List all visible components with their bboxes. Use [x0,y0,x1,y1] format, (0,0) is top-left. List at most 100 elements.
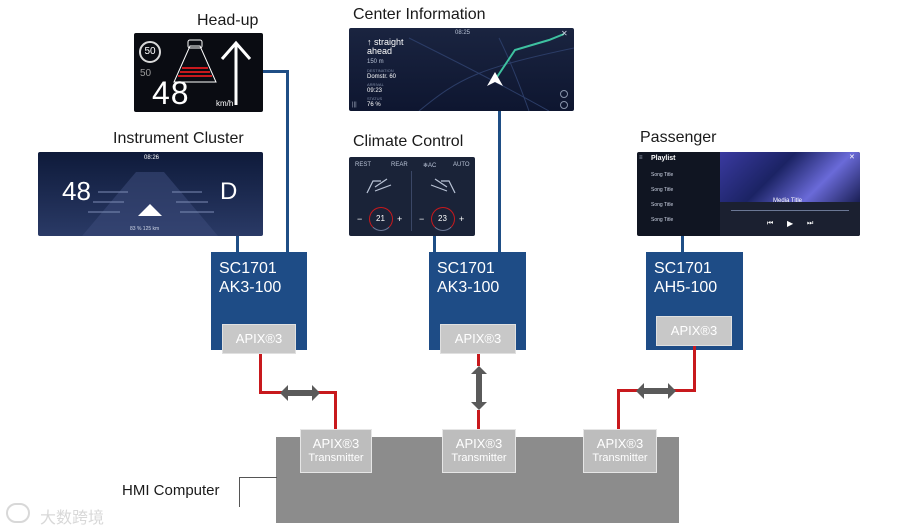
left-temp-dial[interactable] [369,207,393,231]
speed-limit-sign: 50 [139,41,161,63]
passenger-display: Playlist ≡ Song Title Song Title Song Ti… [637,152,860,236]
right-temp: 23 [438,214,447,223]
cluster-footer: 83 % 125 km [130,226,160,232]
dest-value: Domstr. 60 [367,74,397,80]
apix-transmitter-1: APIX®3 Transmitter [300,429,372,473]
rear-button[interactable]: REAR [391,162,408,168]
rest-button[interactable]: REST [355,162,372,168]
cluster-speed: 48 [62,176,91,206]
link-3-v1 [693,346,696,392]
cluster-road [82,172,218,236]
zoom-in-icon[interactable] [560,90,568,98]
map-background [408,33,574,111]
right-plus-button[interactable]: + [459,214,465,224]
song-item[interactable]: Song Title [651,202,674,208]
next-icon[interactable]: ⏭ [807,220,814,227]
close-icon[interactable]: ✕ [561,29,568,38]
hmi-label-leader-v [239,477,240,507]
nav-direction: ↑ straight ahead [367,37,404,56]
watermark-logo-icon [6,503,30,523]
status-value: 76 % [367,102,381,108]
sc-box-model: AK3-100 [437,279,500,296]
passenger-link [681,236,684,252]
player-controls-area [720,202,860,236]
cluster-link [236,236,239,252]
cluster-time: 08:26 [144,155,160,161]
climate-display: REST REAR ❄AC AUTO 21 − + 23 − + [349,157,475,236]
album-art [720,152,860,202]
sc-box-part: SC1701 [654,260,712,277]
menu-icon[interactable]: ≡ [639,155,643,161]
hmi-label-leader [239,477,277,478]
sc-box-part: SC1701 [219,260,277,277]
transmitter-type: Transmitter [451,452,507,464]
headup-speed: 48 [152,75,190,111]
bidirectional-arrow-icon [280,385,320,401]
transmitter-name: APIX®3 [455,436,503,451]
lane-road-icon [173,39,217,83]
hmi-computer-label: HMI Computer [122,482,220,499]
link-1-v1 [259,354,262,394]
center-info-label: Center Information [353,6,486,23]
sc-box-model: AK3-100 [219,279,282,296]
set-speed: 50 [140,68,152,79]
play-icon[interactable]: ▶ [787,219,794,228]
headup-link-v [286,70,289,252]
headup-display: 50 50 48 km/h [134,33,263,112]
link-2-bottom [477,410,480,429]
bidirectional-arrow-icon [636,383,676,399]
watermark-text: 大数跨境 [40,510,105,527]
transmitter-name: APIX®3 [596,436,644,451]
apix-receiver-3: APIX®3 [656,316,732,346]
transmitter-type: Transmitter [592,452,648,464]
previous-icon[interactable]: ⏮ [767,220,774,227]
apix-receiver-2: APIX®3 [440,324,516,354]
auto-button[interactable]: AUTO [453,162,470,168]
apix-transmitter-2: APIX®3 Transmitter [442,429,516,473]
zoom-out-icon[interactable] [560,101,568,109]
transmitter-type: Transmitter [308,452,364,464]
climate-link [433,236,436,252]
dest-label: DESTINATION [367,68,394,73]
sc-box-model: AH5-100 [654,279,718,296]
transmitter-name: APIX®3 [312,436,360,451]
gear-indicator: D [220,178,238,205]
media-title: Media Title [773,198,803,204]
instrument-cluster-label: Instrument Cluster [113,130,244,147]
instrument-cluster-display: 08:26 48 D 83 % 125 km [38,152,263,236]
passenger-label: Passenger [640,129,717,146]
progress-track[interactable] [731,210,849,211]
left-temp: 21 [376,214,385,223]
arrival-value: 09:23 [367,88,383,94]
headup-label: Head-up [197,12,259,29]
right-temp-dial[interactable] [431,207,455,231]
menu-icon[interactable]: ||| [352,102,357,108]
ac-button[interactable]: ❄AC [423,163,437,169]
playlist-title: Playlist [651,155,676,162]
song-item[interactable]: Song Title [651,172,674,178]
seat-airflow-right-icon [430,178,456,194]
seat-airflow-left-icon [366,178,392,194]
climate-control-label: Climate Control [353,133,464,150]
center-link [498,110,501,252]
apix-transmitter-3: APIX®3 Transmitter [583,429,657,473]
apix-receiver-1: APIX®3 [222,324,296,354]
link-2-top [477,354,480,366]
song-item[interactable]: Song Title [651,217,674,223]
bidirectional-arrow-icon [471,366,487,410]
center-time: 08:25 [455,30,471,36]
headup-unit: km/h [216,99,234,108]
left-plus-button[interactable]: + [397,214,403,224]
link-3-v2 [617,389,620,429]
sc-box-part: SC1701 [437,260,495,277]
divider [411,171,412,231]
close-icon[interactable]: ✕ [849,154,855,161]
left-minus-button[interactable]: − [357,214,363,224]
status-label: STATUS [367,96,383,101]
link-1-v2 [334,391,337,429]
center-info-display: 08:25 ✕ ↑ straight ahead 150 m DESTINATI… [349,28,574,111]
nav-distance: 150 m [367,59,384,65]
arrival-label: ARRIVAL [367,82,384,87]
song-item[interactable]: Song Title [651,187,674,193]
right-minus-button[interactable]: − [419,214,425,224]
